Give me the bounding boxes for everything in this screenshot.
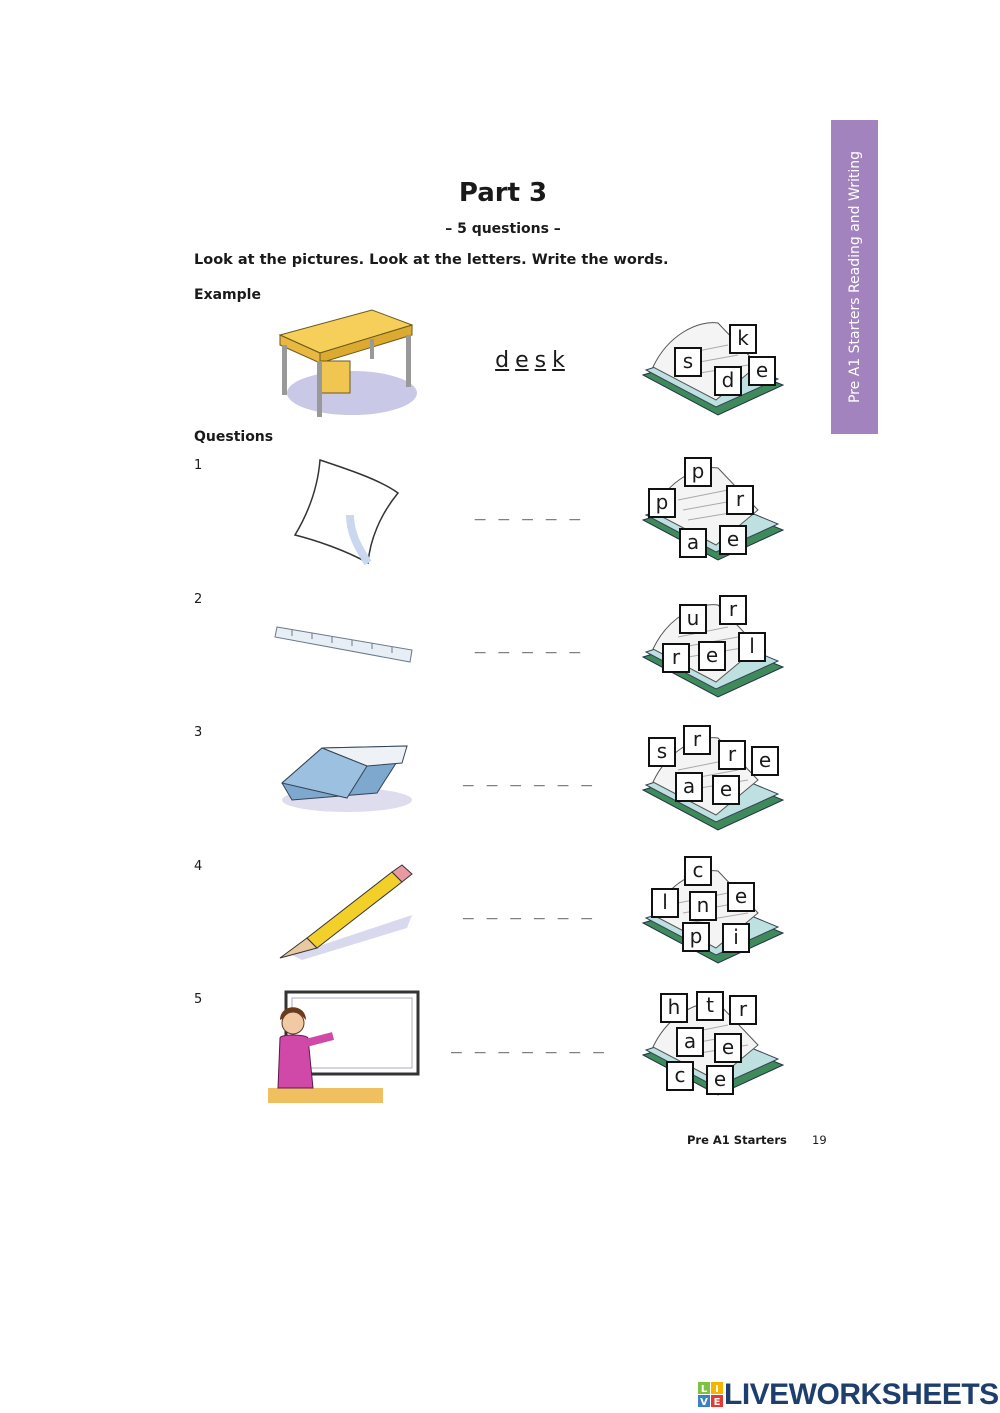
- letter-tile: e: [714, 1033, 742, 1063]
- letter-tile: d: [714, 366, 742, 396]
- question-number: 4: [194, 859, 203, 874]
- answer-blanks-4[interactable]: _ _ _ _ _ _: [462, 899, 594, 920]
- letter-tile: c: [684, 856, 712, 886]
- letter-tile: e: [712, 775, 740, 805]
- letter-tile: r: [662, 643, 690, 673]
- question-number: 2: [194, 592, 203, 607]
- letter-tile: i: [722, 923, 750, 953]
- letter-tile: r: [726, 485, 754, 515]
- letter-tile: e: [706, 1065, 734, 1095]
- ruler-picture: [274, 626, 413, 663]
- letter-tile: p: [684, 457, 712, 487]
- letter-tile: p: [682, 922, 710, 952]
- letter-tile: r: [729, 995, 757, 1025]
- letter-tile: e: [748, 356, 776, 386]
- questions-label: Questions: [194, 429, 274, 445]
- letter-tile: e: [719, 525, 747, 555]
- instructions: Look at the pictures. Look at the letter…: [194, 252, 669, 268]
- letter-tile: a: [679, 528, 707, 558]
- teacher-picture: [268, 990, 420, 1103]
- page-title: Part 3: [458, 178, 548, 208]
- footer-label: Pre A1 Starters: [687, 1133, 787, 1147]
- letter-tile: u: [679, 604, 707, 634]
- example-label: Example: [194, 287, 261, 303]
- letter-tile: l: [651, 888, 679, 918]
- letter-tile: n: [689, 891, 717, 921]
- side-tab: Pre A1 Starters Reading and Writing: [831, 120, 878, 434]
- answer-blanks-3[interactable]: _ _ _ _ _ _: [462, 766, 594, 787]
- letter-tile: e: [698, 641, 726, 671]
- logo-text: LIVEWORKSHEETS: [724, 1378, 999, 1411]
- paper-picture: [293, 458, 400, 566]
- subtitle: – 5 questions –: [445, 221, 561, 237]
- letter-tile: t: [696, 991, 724, 1021]
- letter-tile: c: [666, 1061, 694, 1091]
- answer-blanks-1[interactable]: _ _ _ _ _: [474, 500, 582, 521]
- letter-tile: a: [676, 1027, 704, 1057]
- letter-tile: h: [660, 993, 688, 1023]
- letter-tile: e: [727, 882, 755, 912]
- pencil-picture: [279, 864, 413, 960]
- svg-text:L: L: [701, 1384, 708, 1395]
- svg-text:I: I: [715, 1384, 719, 1395]
- svg-text:V: V: [700, 1397, 708, 1408]
- letter-tile: a: [675, 772, 703, 802]
- letter-tile: k: [729, 324, 757, 354]
- letter-tile: r: [683, 725, 711, 755]
- letter-tile: s: [648, 737, 676, 767]
- eraser-picture: [280, 745, 412, 812]
- letter-tile: r: [718, 740, 746, 770]
- page-number: 19: [812, 1133, 827, 1147]
- letter-tile: l: [738, 632, 766, 662]
- question-number: 1: [194, 458, 203, 473]
- letter-tile: e: [751, 746, 779, 776]
- side-tab-label: Pre A1 Starters Reading and Writing: [846, 150, 863, 404]
- letter-tile: p: [648, 488, 676, 518]
- answer-blanks-5[interactable]: _ _ _ _ _ _ _: [451, 1033, 605, 1054]
- answer-blanks-2[interactable]: _ _ _ _ _: [474, 633, 582, 654]
- question-number: 3: [194, 725, 203, 740]
- question-number: 5: [194, 992, 203, 1007]
- desk-picture: [278, 309, 417, 417]
- letter-tile: r: [719, 595, 747, 625]
- letter-tile: s: [674, 347, 702, 377]
- svg-text:E: E: [714, 1397, 721, 1408]
